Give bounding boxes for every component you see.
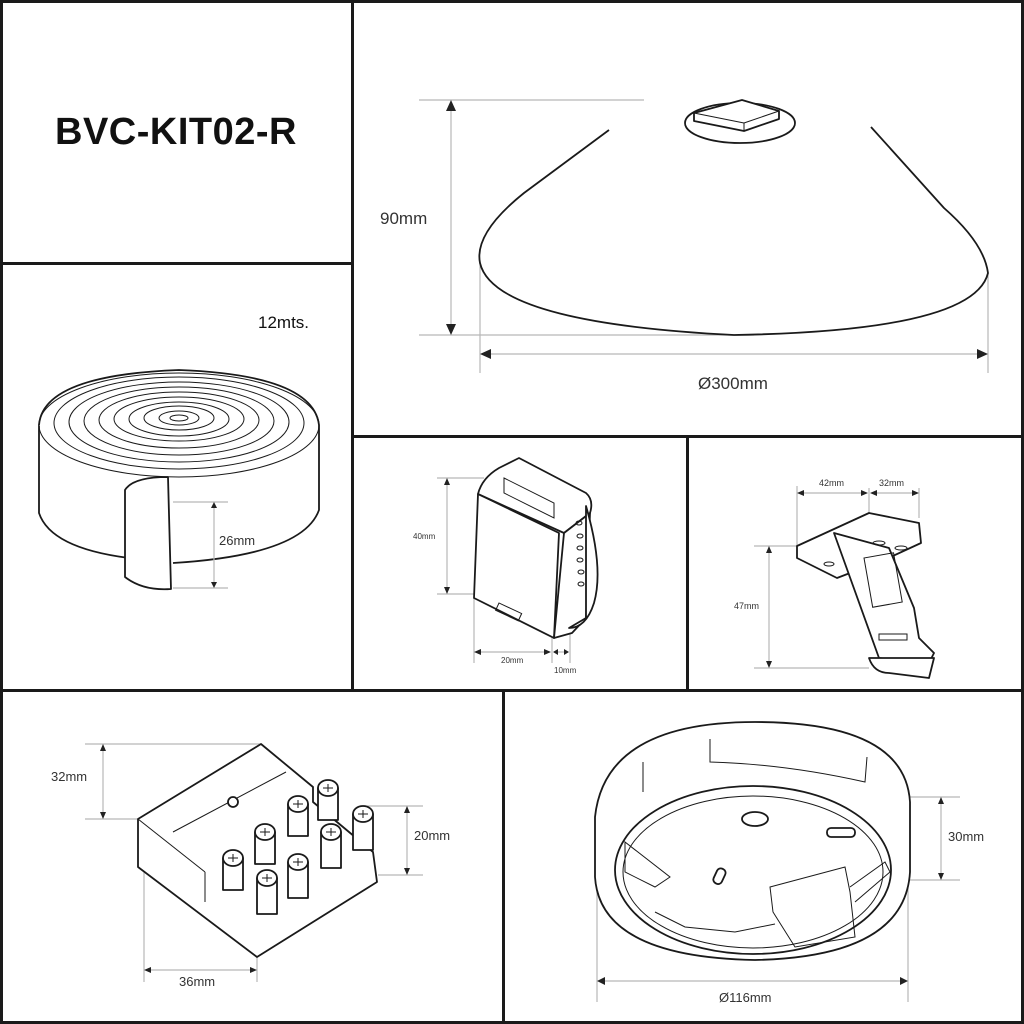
tape-width-label: 26mm: [219, 533, 256, 548]
terminal-pin-height-label: 20mm: [414, 828, 451, 843]
bracket-width-a-label: 42mm: [819, 478, 845, 488]
lampshade-panel: 90mm Ø300mm: [351, 0, 1024, 438]
terminal-height-label: 32mm: [51, 769, 88, 784]
clip-module-drawing: [437, 457, 599, 663]
tape-roll-panel: 12mts. 26mm: [0, 262, 354, 692]
bracket-height-label: 47mm: [734, 601, 760, 611]
terminal-block-panel: 32mm 20mm 36mm: [0, 689, 505, 1024]
clip-width-label: 20mm: [501, 656, 524, 665]
bracket-panel: 42mm 32mm 47mm: [686, 435, 1024, 692]
ceiling-base-drawing: [594, 721, 960, 1002]
terminal-width-label: 36mm: [179, 974, 216, 989]
bracket-drawing: [754, 486, 935, 679]
base-diameter-label: Ø116mm: [719, 990, 772, 1005]
terminal-block-drawing: [85, 743, 423, 982]
bracket-width-b-label: 32mm: [879, 478, 905, 488]
tape-length-label: 12mts.: [258, 313, 310, 332]
product-code: BVC-KIT02-R: [55, 111, 297, 153]
clip-module-panel: 40mm 20mm 10mm: [351, 435, 689, 692]
clip-height-label: 40mm: [413, 532, 436, 541]
clip-depth-label: 10mm: [554, 666, 577, 675]
lampshade-drawing: [419, 99, 989, 373]
lampshade-diameter-label: Ø300mm: [698, 374, 768, 393]
tape-roll-drawing: [38, 369, 320, 591]
ceiling-base-panel: 30mm Ø116mm: [502, 689, 1024, 1024]
base-height-label: 30mm: [948, 829, 985, 844]
lampshade-height-label: 90mm: [380, 209, 428, 228]
title-panel: BVC-KIT02-R: [0, 0, 354, 265]
